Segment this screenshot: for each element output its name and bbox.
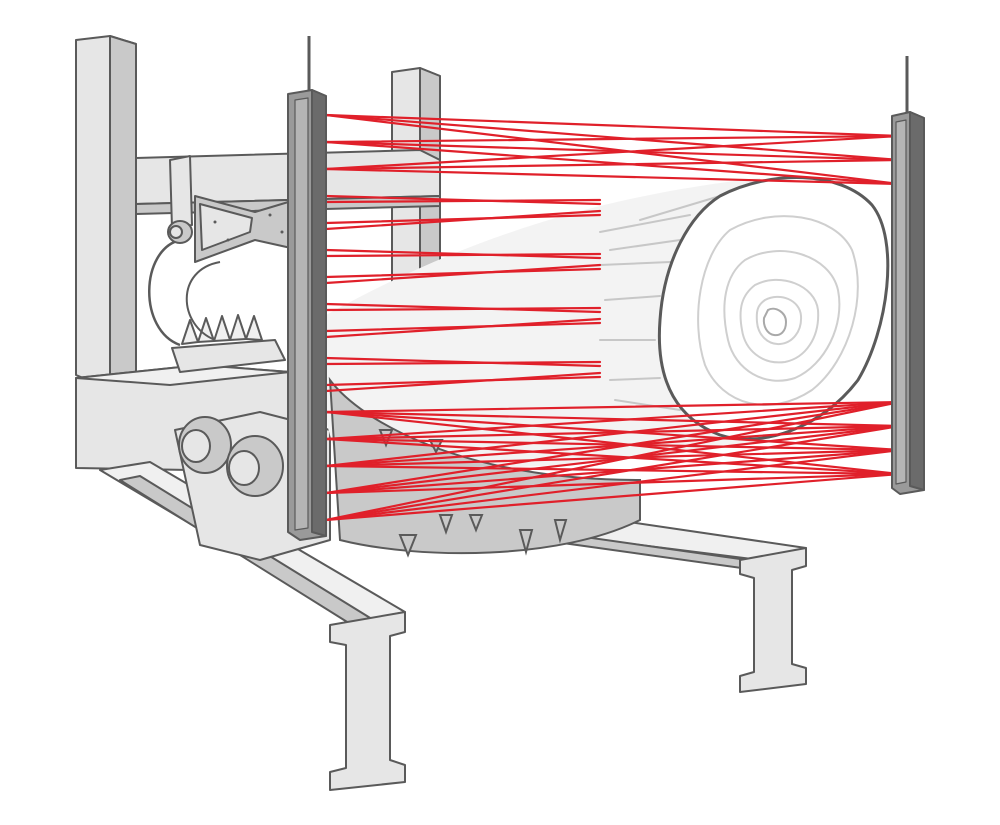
right-rail-end-face	[739, 547, 807, 693]
light-beam	[324, 113, 902, 186]
light-beam	[324, 424, 902, 522]
hourglass-roller-highlight	[199, 203, 253, 251]
right-light-curtain-receiver	[891, 56, 925, 495]
light-beam	[324, 167, 902, 186]
light-beam	[324, 400, 902, 522]
light-beam	[324, 113, 902, 162]
cradle-yoke-arc	[148, 238, 181, 347]
left-sensor-lens-strip	[294, 97, 309, 531]
light-beam	[324, 448, 902, 468]
light-beam	[324, 263, 602, 285]
light-beam	[324, 410, 902, 476]
light-beam	[324, 424, 902, 468]
light-beam	[324, 198, 602, 204]
light-beam	[324, 448, 902, 522]
left-rail-end-face	[329, 611, 406, 791]
roller-rivets	[213, 213, 284, 242]
light-beam	[324, 134, 902, 171]
light-beam	[324, 400, 902, 468]
light-beam	[324, 158, 902, 171]
light-beam	[324, 140, 902, 186]
light-beam	[324, 134, 902, 144]
left-sensor-side	[311, 89, 327, 537]
cradle-yoke-arc-inner	[185, 261, 221, 341]
toothed-bar	[171, 339, 286, 373]
drive-hub-2-cap	[228, 450, 260, 486]
light-beam	[324, 306, 602, 312]
light-beam	[324, 317, 602, 339]
light-beam	[324, 410, 902, 428]
light-beam	[324, 252, 602, 258]
right-sensor-side	[909, 111, 925, 491]
light-beam	[324, 424, 902, 441]
light-beam	[324, 400, 902, 414]
light-beam	[324, 410, 902, 452]
light-beams	[324, 113, 902, 522]
roller-bracket	[169, 155, 193, 229]
light-beam	[324, 472, 902, 495]
light-beam	[324, 360, 602, 366]
light-beam	[324, 472, 902, 522]
left-column-side	[109, 35, 137, 381]
light-beam	[324, 464, 902, 476]
light-beam	[324, 113, 902, 138]
light-beam	[324, 400, 902, 495]
light-beam	[324, 448, 902, 495]
axle-knob-cap	[169, 225, 183, 239]
right-sensor-lens-strip	[895, 119, 907, 485]
light-beam	[324, 209, 602, 231]
light-beam	[324, 437, 902, 452]
light-beam	[324, 140, 902, 162]
teeth	[181, 314, 263, 345]
light-beam	[324, 437, 902, 476]
drive-hub-1-cap	[181, 429, 211, 463]
upper-cradle-roller	[148, 155, 301, 347]
growth-rings	[697, 215, 859, 406]
light-beam	[324, 400, 902, 441]
light-beam	[324, 371, 602, 393]
left-light-curtain-emitter	[287, 36, 327, 541]
bark-streaks	[599, 195, 721, 411]
light-beam	[324, 424, 902, 495]
